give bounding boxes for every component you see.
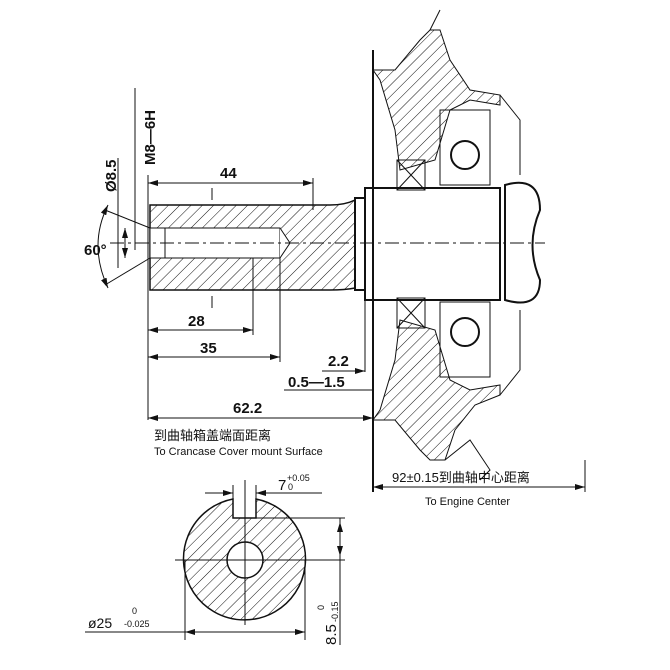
key-width-label: 7 <box>278 477 286 494</box>
key-tol-up: +0.05 <box>287 473 310 483</box>
thread-label: M8—6H <box>142 110 159 165</box>
len44-label: 44 <box>220 165 237 182</box>
shaft-dia-label: ø25 <box>88 615 112 631</box>
shaft-tol-up: 0 <box>132 606 137 616</box>
angle-label: 60° <box>84 242 107 259</box>
key-tol-lo: 0 <box>288 482 293 492</box>
center-cn: 92±0.15到曲轴中心距离 <box>392 470 530 485</box>
crankcase-housing <box>372 9 542 492</box>
len622-label: 62.2 <box>233 400 262 417</box>
depth-tol-lo: -0.15 <box>330 601 340 622</box>
dimensions: M8—6H Ø8.5 60° 44 28 35 2.2 0.5—1.5 62.2… <box>84 88 586 508</box>
shaft-section <box>110 187 545 301</box>
hole-dia-label: Ø8.5 <box>103 159 120 192</box>
cover-cn: 到曲轴箱盖端面距离 <box>154 428 271 443</box>
key-depth-label: 8.5 <box>323 624 340 645</box>
center-en: To Engine Center <box>425 496 510 508</box>
depth-tol-up: 0 <box>316 605 326 610</box>
len35-label: 35 <box>200 340 217 357</box>
d22-label: 2.2 <box>328 353 349 370</box>
d0515-label: 0.5—1.5 <box>288 374 345 391</box>
len28-label: 28 <box>188 313 205 330</box>
cover-en: To Crancase Cover mount Surface <box>154 446 323 458</box>
shaft-tol-lo: -0.025 <box>124 619 150 629</box>
shaft-cross-section: 7 +0.05 0 8.5 0 -0.15 ø25 0 -0.025 <box>85 473 345 645</box>
